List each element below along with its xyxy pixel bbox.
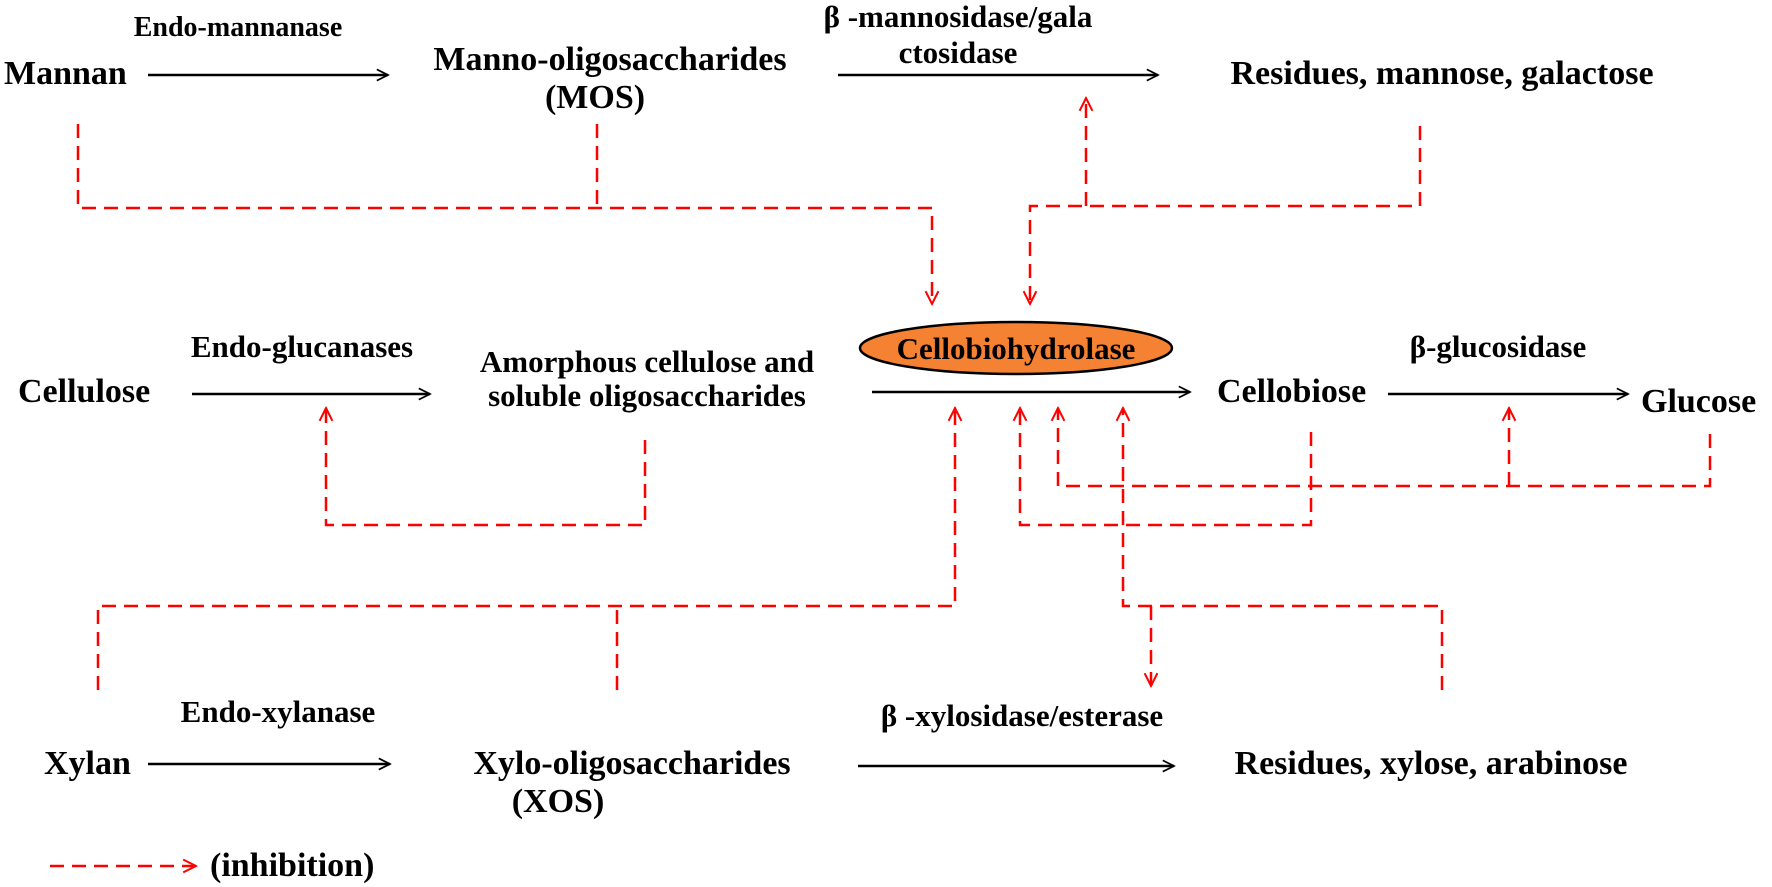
- inhibition-xylose-to-cbh: [1123, 408, 1444, 690]
- inhibition-xylan-xos-to-cbh: [96, 408, 955, 690]
- node-mannan: Mannan: [4, 55, 127, 92]
- node-mos-line1: Manno-oligosaccharides: [433, 41, 786, 78]
- node-cellulose: Cellulose: [18, 373, 150, 410]
- enzyme-endo-xylanase: Endo-xylanase: [181, 694, 376, 729]
- inhibition-glucose-to-cbh: [1058, 408, 1712, 488]
- node-xos-line2: (XOS): [512, 783, 605, 820]
- enzyme-endo-glucanases: Endo-glucanases: [191, 329, 413, 364]
- node-amorphous-line2: soluble oligosaccharides: [488, 378, 806, 413]
- inhibition-mannan-mos-to-cbh: [76, 124, 932, 304]
- legend-inhibition-label: (inhibition): [210, 847, 374, 884]
- enzyme-xylosidase: β -xylosidase/esterase: [881, 698, 1163, 733]
- inhibition-oligo-to-endoglucanase: [326, 408, 647, 527]
- node-cellobiose: Cellobiose: [1217, 373, 1366, 410]
- cellobiohydrolase-ellipse: [858, 320, 1174, 376]
- enzyme-cellobiohydrolase: Cellobiohydrolase: [897, 331, 1136, 366]
- node-mos-line2: (MOS): [545, 79, 645, 116]
- enzyme-endo-mannanase: Endo-mannanase: [134, 12, 343, 43]
- node-xylan: Xylan: [44, 745, 131, 782]
- inhibition-mannose-to-cbh: [1030, 126, 1422, 304]
- enzyme-mannosidase-line2: ctosidase: [899, 35, 1018, 70]
- node-residues-mannose: Residues, mannose, galactose: [1230, 55, 1653, 92]
- inhibition-cellobiose-to-cbh: [1020, 408, 1313, 527]
- enzyme-beta-glucosidase: β-glucosidase: [1410, 329, 1587, 364]
- enzyme-mannosidase-line1: β -mannosidase/gala: [824, 0, 1093, 34]
- node-glucose: Glucose: [1641, 383, 1756, 420]
- node-xos-line1: Xylo-oligosaccharides: [473, 745, 790, 782]
- node-residues-xylose: Residues, xylose, arabinose: [1235, 745, 1628, 782]
- node-amorphous-line1: Amorphous cellulose and: [480, 344, 814, 379]
